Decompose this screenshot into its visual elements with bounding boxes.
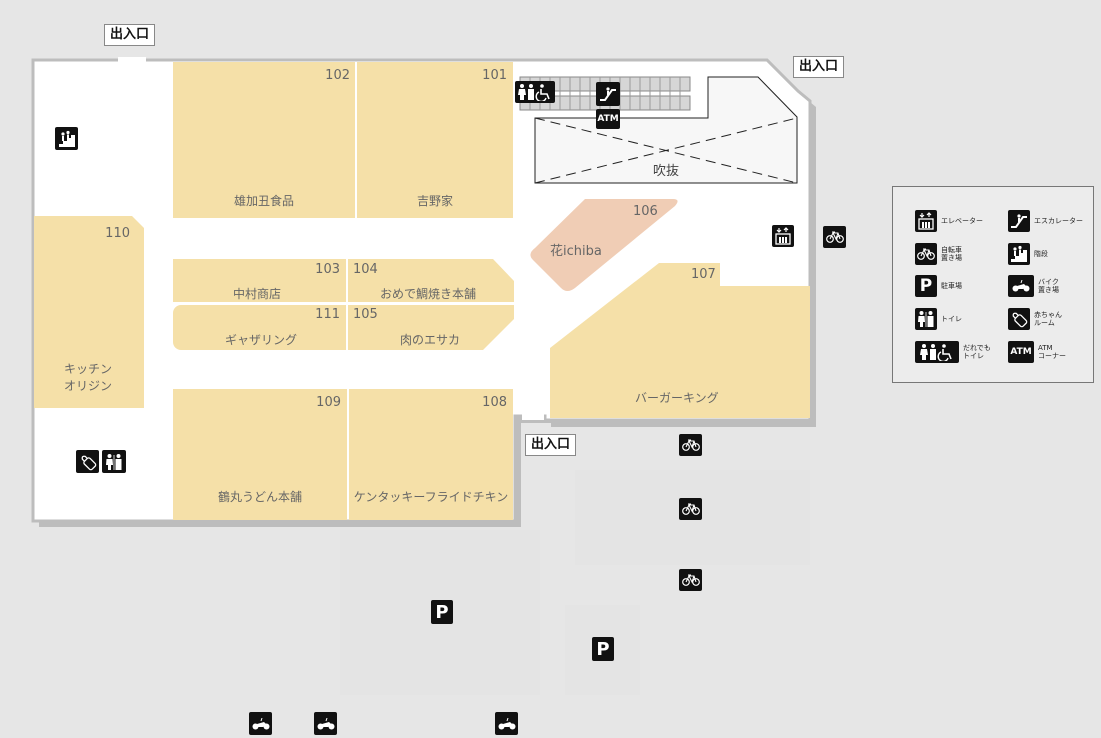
legend-item-parking: P 駐車場 xyxy=(915,275,962,297)
shop-106-shape xyxy=(530,199,678,291)
shop-103[interactable]: 103 中村商店 xyxy=(173,259,346,302)
parking-icon[interactable]: P xyxy=(431,600,453,624)
restroom-icon[interactable] xyxy=(102,450,126,473)
shop-number: 108 xyxy=(482,395,507,410)
bicycle-icon[interactable] xyxy=(679,569,702,591)
map-legend: エレベーター エスカレーター 自転車 置き場 階段 P 駐車場 バイク 置き場 xyxy=(892,186,1094,383)
parking-glyph: P xyxy=(435,601,449,623)
shop-104[interactable]: 104 おめで鯛焼き本舗 xyxy=(348,259,514,302)
legend-item-escalator: エスカレーター xyxy=(1008,210,1083,232)
shop-name: 中村商店 xyxy=(233,287,282,301)
shop-106[interactable]: 106 花ichiba xyxy=(525,196,680,292)
shop-name: ケンタッキーフライドチキン xyxy=(353,490,509,504)
stairs-icon xyxy=(1008,243,1030,265)
shop-name: 肉のエサカ xyxy=(400,333,461,347)
shop-108[interactable]: 108 ケンタッキーフライドチキン xyxy=(349,389,513,520)
legend-label: だれでも トイレ xyxy=(963,344,991,360)
elevator-icon[interactable] xyxy=(772,225,794,247)
shop-107-shape xyxy=(550,263,810,418)
shop-name-line2: オリジン xyxy=(64,379,113,393)
shop-101[interactable]: 101 吉野家 xyxy=(357,62,513,218)
parking-icon[interactable]: P xyxy=(592,637,614,661)
motorcycle-icon[interactable] xyxy=(314,712,337,735)
shop-number: 107 xyxy=(691,267,716,282)
atm-glyph: ATM xyxy=(597,114,619,124)
legend-item-atm: ATM ATM コーナー xyxy=(1008,341,1066,363)
legend-item-accessible-restroom: だれでも トイレ xyxy=(915,341,991,363)
parking-glyph: P xyxy=(919,276,933,296)
legend-label: 階段 xyxy=(1034,250,1048,258)
shop-111[interactable]: 111 ギャザリング xyxy=(173,305,346,350)
shop-number: 102 xyxy=(325,68,350,83)
atm-icon[interactable]: ATM xyxy=(596,109,620,129)
escalator-icon xyxy=(1008,210,1030,232)
legend-label: エスカレーター xyxy=(1034,217,1083,225)
shop-110[interactable]: 110 キッチン オリジン xyxy=(34,216,144,406)
shop-110-shape xyxy=(34,216,144,408)
legend-item-elevator: エレベーター xyxy=(915,210,983,232)
shop-name: バーガーキング xyxy=(635,391,719,405)
parking-icon: P xyxy=(915,275,937,297)
baby-bottle-icon xyxy=(1008,308,1030,330)
legend-item-motorcycle: バイク 置き場 xyxy=(1008,275,1059,297)
atm-glyph: ATM xyxy=(1010,347,1032,357)
entrance-bottom[interactable]: 出入口 xyxy=(525,434,577,456)
legend-label: 自転車 置き場 xyxy=(941,246,962,262)
shop-number: 106 xyxy=(633,204,658,219)
shop-104-shape xyxy=(348,259,514,302)
legend-label: トイレ xyxy=(941,315,962,323)
motorcycle-icon[interactable] xyxy=(249,712,272,735)
legend-label: エレベーター xyxy=(941,217,983,225)
shop-name: 花ichiba xyxy=(550,244,602,259)
shop-number: 105 xyxy=(353,307,378,322)
elevator-icon xyxy=(915,210,937,232)
shop-name: 雄加丑食品 xyxy=(233,194,294,208)
shop-name: おめで鯛焼き本舗 xyxy=(380,287,477,301)
stairs-icon[interactable] xyxy=(55,127,78,150)
bicycle-icon[interactable] xyxy=(823,226,846,248)
shop-number: 101 xyxy=(482,68,507,83)
accessible-restroom-icon xyxy=(915,341,959,363)
legend-item-baby-room: 赤ちゃん ルーム xyxy=(1008,308,1062,330)
motorcycle-icon xyxy=(1008,275,1034,297)
shop-109[interactable]: 109 鶴丸うどん本舗 xyxy=(173,389,347,520)
restroom-icon xyxy=(915,308,937,330)
shop-number: 103 xyxy=(315,262,340,277)
shop-number: 111 xyxy=(315,307,340,322)
legend-label: バイク 置き場 xyxy=(1038,278,1059,294)
parking-glyph: P xyxy=(596,638,610,660)
legend-label: ATM コーナー xyxy=(1038,344,1066,360)
bicycle-icon[interactable] xyxy=(679,498,702,520)
legend-label: 駐車場 xyxy=(941,282,962,290)
escalator-icon[interactable] xyxy=(596,82,620,106)
shop-name-line1: キッチン xyxy=(64,362,113,376)
legend-item-bicycle: 自転車 置き場 xyxy=(915,243,962,265)
bicycle-icon[interactable] xyxy=(679,434,702,456)
baby-bottle-icon[interactable] xyxy=(76,450,99,473)
shop-number: 110 xyxy=(105,226,130,241)
shop-105-shape xyxy=(348,305,514,350)
shop-102[interactable]: 102 雄加丑食品 xyxy=(173,62,355,218)
atm-icon: ATM xyxy=(1008,341,1034,363)
accessible-restroom-icon[interactable] xyxy=(515,81,555,103)
entrance-top-left[interactable]: 出入口 xyxy=(104,24,156,46)
motorcycle-icon[interactable] xyxy=(495,712,518,735)
entrance-top-right[interactable]: 出入口 xyxy=(793,56,845,78)
shop-number: 109 xyxy=(316,395,341,410)
shop-name: 鶴丸うどん本舗 xyxy=(217,490,302,504)
legend-label: 赤ちゃん ルーム xyxy=(1034,311,1062,327)
void-label: 吹抜 xyxy=(653,164,680,179)
legend-item-stairs: 階段 xyxy=(1008,243,1048,265)
bicycle-icon xyxy=(915,243,937,265)
shop-107[interactable]: 107 バーガーキング xyxy=(549,263,809,417)
legend-item-restroom: トイレ xyxy=(915,308,962,330)
shop-name: 吉野家 xyxy=(416,194,453,208)
shop-105[interactable]: 105 肉のエサカ xyxy=(348,305,514,350)
shop-number: 104 xyxy=(353,262,378,277)
shop-name: ギャザリング xyxy=(225,333,298,347)
